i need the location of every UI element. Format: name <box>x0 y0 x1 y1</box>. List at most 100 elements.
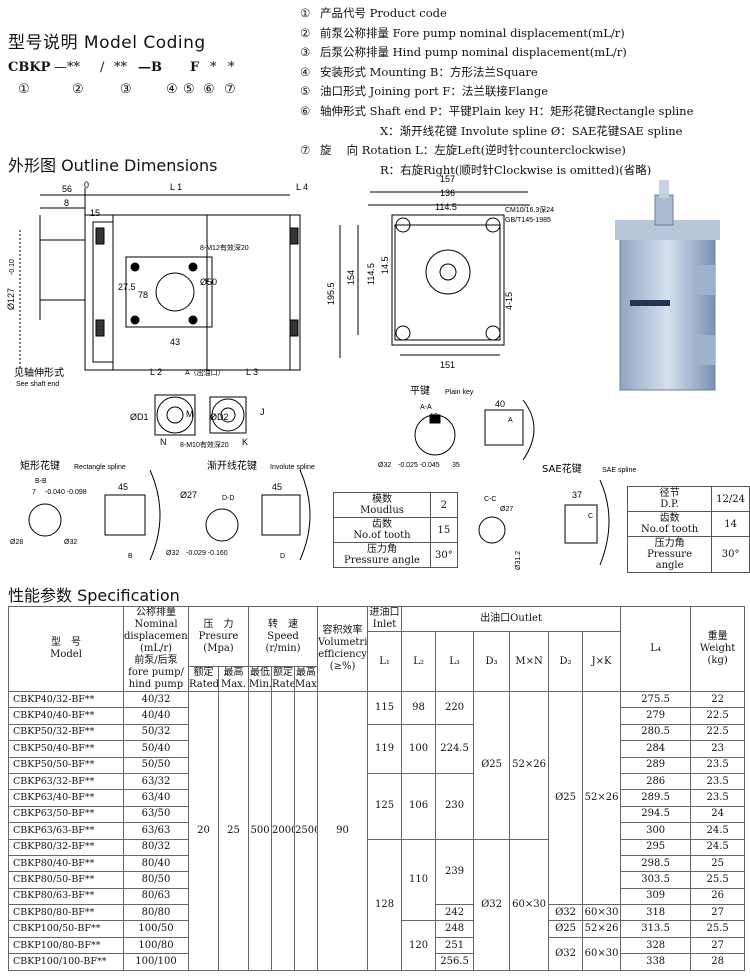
header-L1: L₁ <box>367 631 403 692</box>
section-label: Plain key <box>445 389 474 396</box>
table-cell: 23.5 <box>690 756 746 774</box>
dim-label: C-C <box>484 496 496 503</box>
table-cell: 328 <box>620 936 692 955</box>
table-cell: 115 <box>367 691 403 725</box>
dim-label: -0.040 -0.098 <box>45 489 87 496</box>
dim-label: 35 <box>452 462 460 469</box>
dim-label: ØD2 <box>210 412 229 422</box>
model-coding-title: 型号说明 Model Coding <box>8 33 206 53</box>
legend-item: R：右旋Right(顺时针Clockwise is omitted)(省略) <box>380 162 652 177</box>
dim-label: 43 <box>170 337 180 347</box>
section-label: Involute spline <box>270 464 315 471</box>
table-cell: 80/32 <box>123 838 189 856</box>
table-cell: 256.5 <box>435 953 475 971</box>
dim-label: 7 <box>32 489 36 496</box>
table-cell: 63/40 <box>123 789 189 807</box>
code-num: ② <box>72 82 84 97</box>
table-cell: 100 <box>401 723 437 774</box>
dim-label: 0 <box>84 180 89 190</box>
table-cell: 24 <box>690 805 746 824</box>
table-cell: Ø32 <box>548 936 584 971</box>
code-num: ① <box>18 82 30 97</box>
table-cell: 318 <box>620 904 692 922</box>
table-cell: 60×30 <box>582 904 622 922</box>
section-label: 矩形花键 <box>20 459 60 472</box>
table-cell: 22 <box>690 690 746 709</box>
table-row-model: CBKP80/80-BF** <box>8 904 124 922</box>
table-row-model: CBKP40/40-BF** <box>8 707 124 725</box>
dim-label: CM10/16.3深24 <box>505 205 554 214</box>
dim-label: Ø32 <box>64 539 77 546</box>
dim-label: A（出油口） <box>185 368 225 377</box>
table-row-model: CBKP40/32-BF** <box>8 690 124 709</box>
table-cell: 60×30 <box>582 936 622 971</box>
table-cell: 63/63 <box>123 822 189 840</box>
table-cell: 284 <box>620 740 692 758</box>
dim-label: Ø32 <box>166 550 179 557</box>
table-cell: Ø25 <box>548 690 584 906</box>
table-cell: 60×30 <box>509 838 550 971</box>
table-cell: 251 <box>435 936 475 955</box>
table-row-model: CBKP63/63-BF** <box>8 822 124 840</box>
table-cell: 50/32 <box>123 723 189 742</box>
table-cell: 289.5 <box>620 789 692 807</box>
table-cell: 25 <box>690 854 746 873</box>
section-label: SAE花键 <box>542 462 582 475</box>
table-cell: 23.5 <box>690 772 746 791</box>
header-L2: L₂ <box>401 631 437 692</box>
section-label: Rectangle spline <box>74 464 126 471</box>
dim-label: B-B <box>35 478 47 485</box>
dim-label: 114.5 <box>366 263 376 285</box>
header-efficiency: 容积效率 Volumetric efficiency (≥%) <box>317 606 369 692</box>
table-cell: 120 <box>401 920 437 971</box>
code-num: ⑤ <box>183 82 195 97</box>
table-cell: 239 <box>435 838 475 906</box>
table-cell: 80/40 <box>123 854 189 873</box>
table-cell: 24.5 <box>690 822 746 840</box>
section-label: 渐开线花键 <box>207 459 257 472</box>
table-cell: 90 <box>317 691 369 971</box>
table-cell: 313.5 <box>620 920 692 938</box>
header-model: 型 号 Model <box>8 606 124 692</box>
shaft-ref-label: 见轴伸形式 <box>14 366 64 379</box>
dim-label: 78 <box>138 290 148 300</box>
header-D3: D₃ <box>473 631 511 692</box>
table-row-model: CBKP63/32-BF** <box>8 772 124 791</box>
dim-label: 157 <box>440 174 455 184</box>
table-cell: 220 <box>435 691 475 725</box>
table-cell: 100/50 <box>123 920 189 938</box>
dim-label: 56 <box>62 184 72 194</box>
table-row-model: CBKP80/40-BF** <box>8 854 124 873</box>
dim-label: C <box>588 513 593 520</box>
code-part: —** <box>54 60 80 75</box>
table-cell: 25.5 <box>690 920 746 938</box>
table-row-model: CBKP63/40-BF** <box>8 789 124 807</box>
table-cell: 50/50 <box>123 756 189 774</box>
code-num: ⑦ <box>224 82 236 97</box>
table-cell: 242 <box>435 904 475 922</box>
dim-label: 40 <box>495 399 505 409</box>
table-cell: 294.5 <box>620 805 692 824</box>
dim-label: Ø127 <box>6 288 16 310</box>
code-part: F <box>190 60 200 75</box>
code-num: ③ <box>120 82 132 97</box>
table-cell: 125 <box>367 772 403 840</box>
table-cell: 289 <box>620 756 692 774</box>
dim-label: 10 <box>430 413 438 420</box>
header-min: 最低 Min. <box>248 666 273 692</box>
header-L4: L₄ <box>620 606 692 692</box>
dim-label: -0.10 <box>9 259 16 275</box>
dim-label: 195.5 <box>326 282 336 305</box>
table-row-model: CBKP80/50-BF** <box>8 871 124 889</box>
table-row-model: CBKP50/50-BF** <box>8 756 124 774</box>
code-part: / <box>100 60 105 75</box>
header-rated: 额定 Rated <box>188 666 219 692</box>
dim-label: 8-M10有效深20 <box>180 440 229 449</box>
table-cell: 80/63 <box>123 887 189 906</box>
dim-label: Ø27 <box>500 506 513 513</box>
table-cell: 230 <box>435 772 475 840</box>
